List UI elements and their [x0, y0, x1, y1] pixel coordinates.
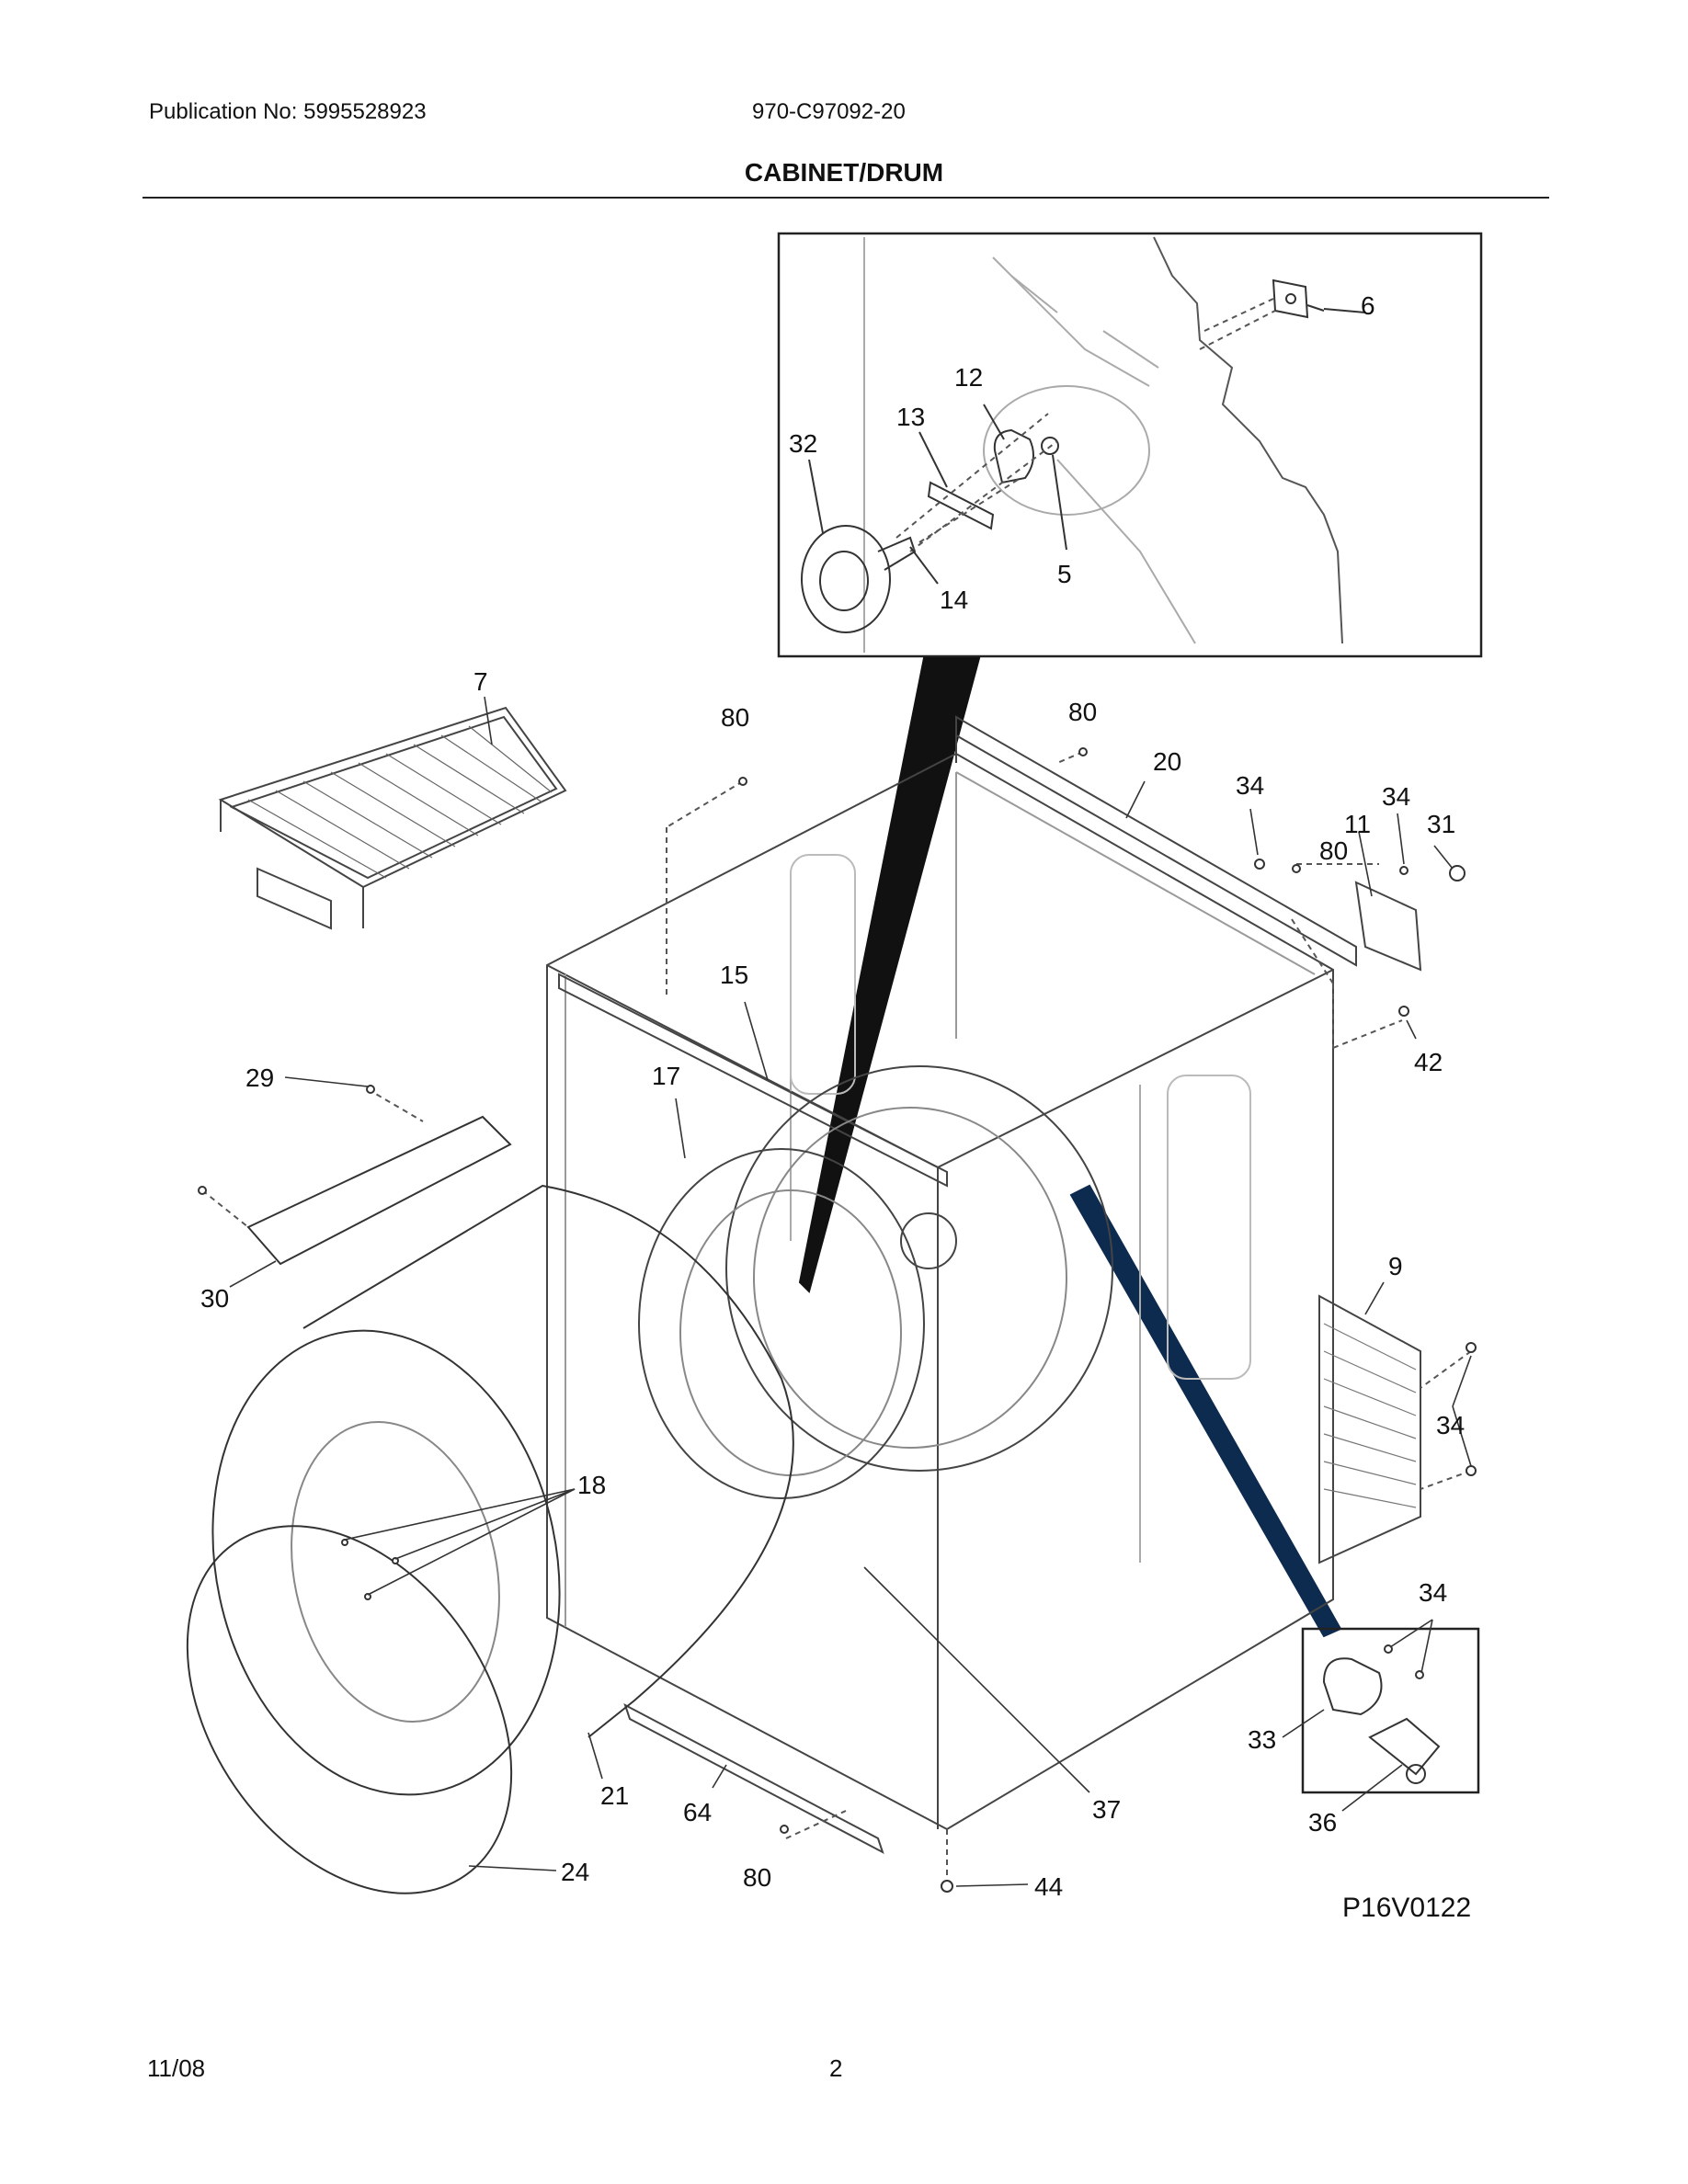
callout-34-thermostat: 34 [1419, 1578, 1447, 1607]
drying-rack [218, 706, 567, 930]
page-number: 2 [829, 2054, 843, 2082]
callout-64: 64 [683, 1798, 712, 1826]
callout-15: 15 [720, 961, 748, 989]
callout-20: 20 [1153, 747, 1181, 776]
callout-7: 7 [473, 667, 488, 696]
page-title: CABINET/DRUM [744, 158, 944, 187]
callout-34-top: 34 [1236, 771, 1264, 800]
callout-11: 11 [1344, 810, 1371, 838]
callout-33: 33 [1248, 1725, 1276, 1754]
lint-duct [246, 1115, 512, 1266]
publication-number: Publication No: 5995528923 [149, 99, 427, 124]
callout-80-shield: 80 [1319, 836, 1348, 865]
callout-13: 13 [896, 403, 925, 431]
callout-18: 18 [577, 1471, 606, 1499]
callout-24: 24 [561, 1858, 589, 1886]
callout-5: 5 [1057, 560, 1072, 588]
diagram-code: P16V0122 [1342, 1893, 1471, 1923]
callout-34-heater: 34 [1436, 1411, 1465, 1439]
callout-21: 21 [600, 1781, 629, 1810]
inset-thermostat-detail [1301, 1627, 1480, 1794]
callout-14: 14 [940, 586, 968, 614]
header-divider [143, 197, 1549, 199]
callout-80-top-right: 80 [1068, 698, 1097, 726]
callout-34-shield: 34 [1382, 782, 1410, 811]
callout-6: 6 [1361, 291, 1375, 320]
detail-pointer [798, 657, 981, 1293]
callout-36: 36 [1308, 1808, 1337, 1837]
footer-date: 11/08 [147, 2054, 206, 2082]
callout-29: 29 [245, 1064, 274, 1092]
cabinet [546, 715, 1422, 1855]
callout-31: 31 [1427, 810, 1455, 838]
callout-44: 44 [1034, 1872, 1063, 1901]
callout-80-bottom: 80 [743, 1863, 771, 1892]
callout-17: 17 [652, 1062, 680, 1090]
callout-42: 42 [1414, 1048, 1443, 1076]
callout-80-top-left: 80 [721, 703, 749, 732]
model-number: 970-C97092-20 [752, 99, 906, 124]
inset-bearing-detail [777, 232, 1483, 658]
callout-12: 12 [954, 363, 983, 392]
drum [186, 1184, 794, 1894]
callout-30: 30 [200, 1284, 229, 1313]
callout-37: 37 [1092, 1795, 1121, 1824]
callout-32: 32 [789, 429, 817, 458]
callout-9: 9 [1388, 1252, 1403, 1280]
